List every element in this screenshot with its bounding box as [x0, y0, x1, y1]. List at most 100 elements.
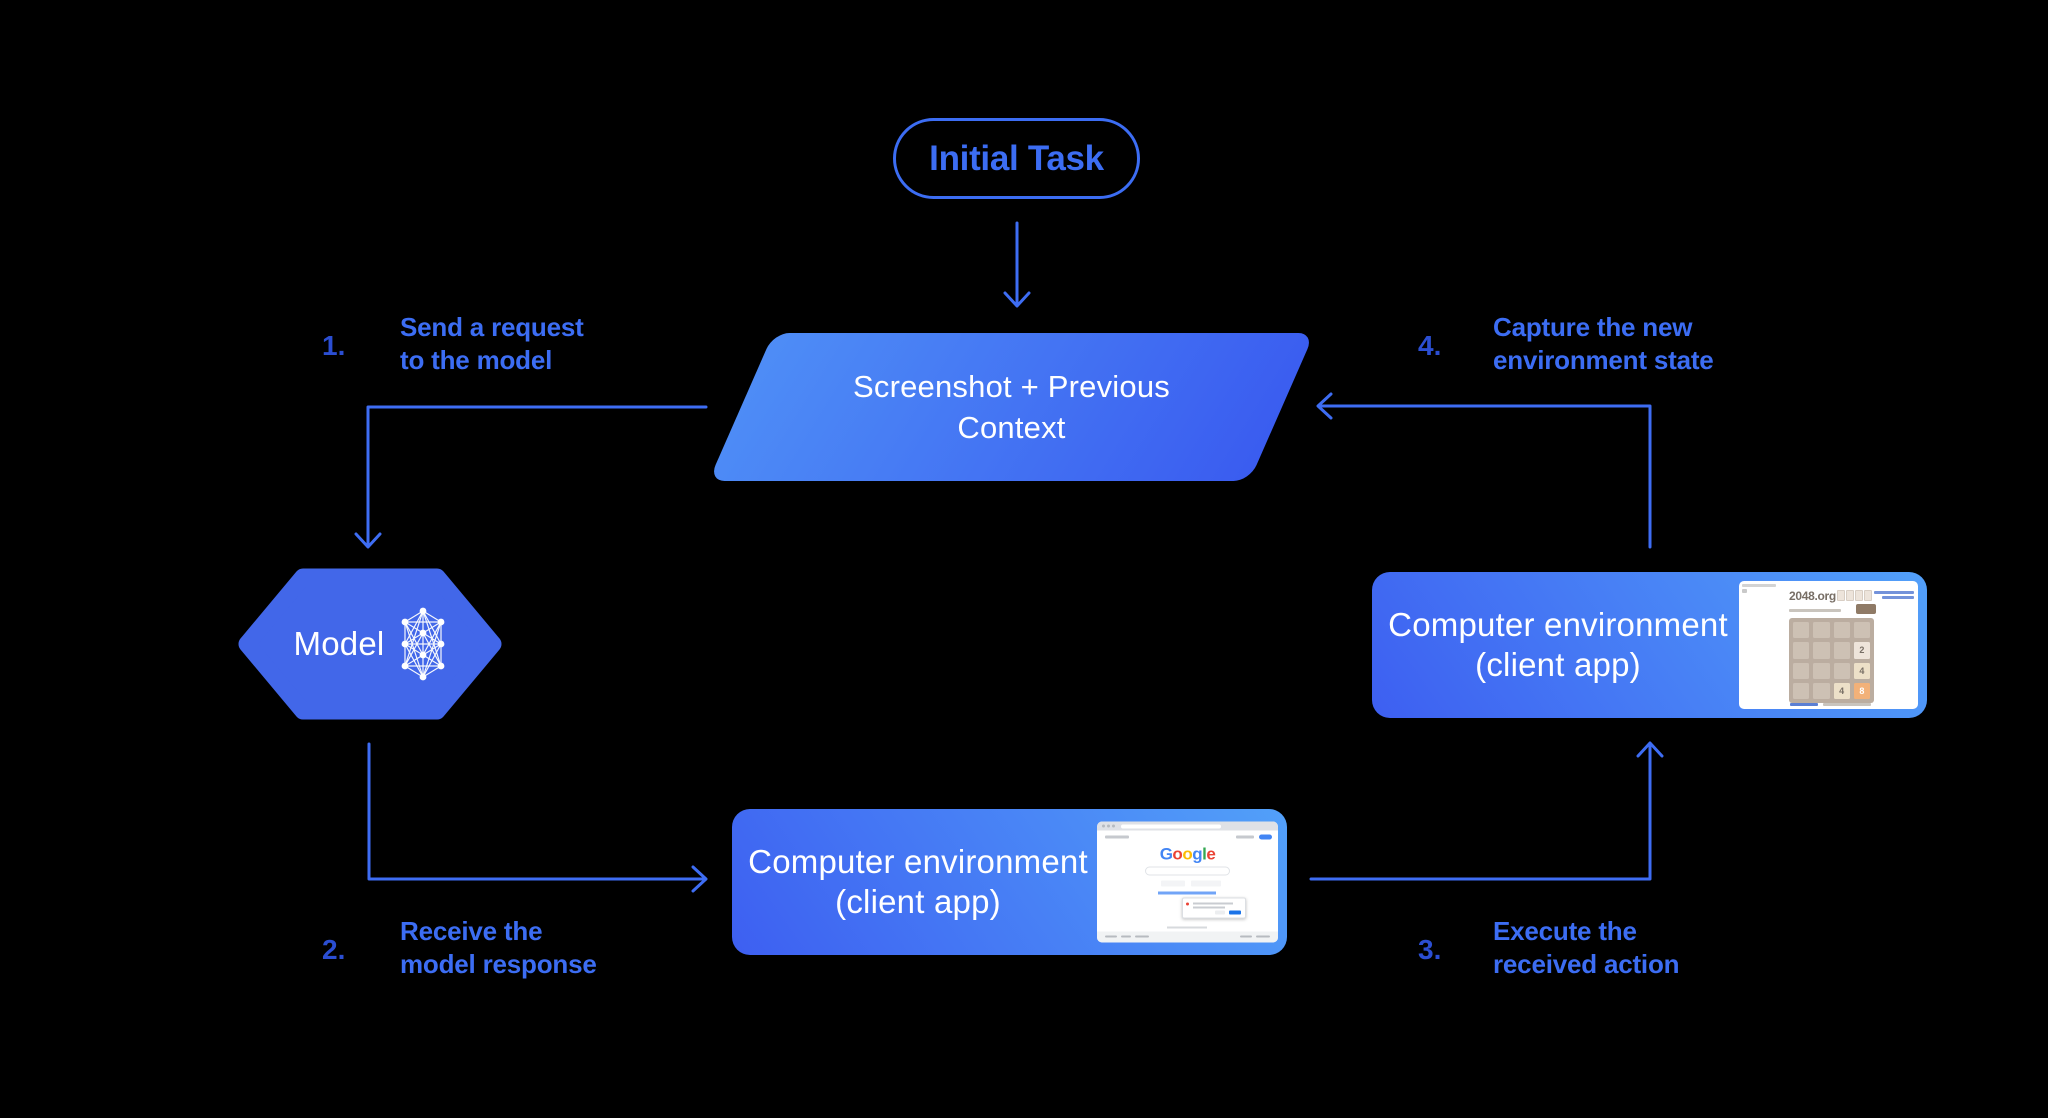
grid-cell [1813, 682, 1830, 699]
browser-ui-placeholder [1742, 584, 1776, 587]
step-2-number: 2. [322, 934, 346, 965]
search-box [1145, 866, 1230, 876]
lucky-button [1191, 880, 1221, 887]
arrow-screenshot-to-model [354, 405, 708, 549]
env-right-line1: Computer environment [1388, 606, 1728, 643]
step-3-line1: Execute the [1493, 916, 1637, 946]
bottom-text-placeholder [1823, 703, 1871, 706]
dialog-icon [1186, 902, 1189, 906]
grid-cell [1813, 622, 1830, 639]
step-4-line2: environment state [1493, 345, 1714, 375]
score-box [1864, 590, 1872, 601]
screenshot-context-line2: Context [957, 410, 1066, 445]
step-1-label: Send a request to the model [400, 311, 584, 377]
neural-network-icon [402, 607, 445, 681]
footer-bar [1097, 931, 1278, 943]
env-bottom-line2: (client app) [835, 883, 1001, 920]
step-1-line2: to the model [400, 345, 553, 375]
step-3-number: 3. [1418, 934, 1442, 965]
grid-cell [1813, 642, 1830, 659]
step-2-line2: model response [400, 949, 597, 979]
screenshot-context-node: Screenshot + Previous Context [708, 333, 1315, 481]
window-control-dot [1102, 824, 1105, 828]
step-2-label: Receive the model response [400, 915, 597, 981]
model-label: Model [293, 625, 385, 662]
nav-links-placeholder [1105, 835, 1129, 838]
score-box [1855, 590, 1863, 601]
step-4-label: Capture the new environment state [1493, 311, 1714, 377]
tile-4: 4 [1853, 662, 1870, 679]
footer-link [1240, 935, 1252, 938]
env-bottom-line1: Computer environment [748, 843, 1088, 880]
window-control-dot [1107, 824, 1110, 828]
initial-task-label: Initial Task [929, 138, 1104, 178]
grid-cell [1793, 622, 1810, 639]
google-screenshot-thumbnail: Google [1097, 821, 1278, 943]
logo-letter: l [1202, 844, 1207, 864]
game-grid: 2 4 4 8 [1789, 618, 1874, 703]
grid-cell [1793, 642, 1810, 659]
step-4-line1: Capture the new [1493, 312, 1693, 342]
step-3-line2: received action [1493, 949, 1680, 979]
grid-cell [1793, 662, 1810, 679]
arrow-model-to-env [367, 742, 708, 893]
2048-screenshot-thumbnail: 2048.org 2 4 [1739, 581, 1918, 709]
env-right-line2: (client app) [1475, 646, 1641, 683]
language-link-placeholder [1158, 891, 1216, 894]
footer-link [1256, 935, 1270, 938]
initial-task-node: Initial Task [893, 118, 1140, 199]
sign-in-button [1259, 834, 1272, 840]
step-4-number: 4. [1418, 330, 1442, 361]
dialog-text-line [1193, 906, 1225, 908]
dialog-primary-button [1229, 910, 1241, 915]
computer-environment-node-right: Computer environment (client app) 2048.o… [1372, 572, 1927, 718]
consent-dialog [1182, 897, 1246, 919]
env-bottom-label: Computer environment (client app) [732, 842, 1104, 922]
grid-cell [1833, 622, 1850, 639]
dialog-secondary-button [1215, 910, 1225, 915]
arrow-task-to-screenshot [1003, 221, 1031, 308]
grid-cell [1793, 682, 1810, 699]
hexagon-shape [238, 568, 502, 720]
logo-letter: o [1172, 844, 1183, 864]
browser-chrome-bar [1097, 821, 1278, 831]
computer-environment-node-bottom: Computer environment (client app) Google [732, 809, 1287, 955]
arrow-env-to-screenshot [1316, 392, 1652, 549]
dialog-text-line [1193, 902, 1233, 904]
bottom-link-placeholder [1790, 703, 1818, 706]
model-node: Model [238, 568, 502, 720]
score-box [1846, 590, 1854, 601]
google-logo: Google [1097, 846, 1278, 863]
score-box [1837, 590, 1845, 601]
top-link-placeholder [1882, 596, 1914, 599]
footer-text-placeholder [1167, 926, 1207, 929]
browser-ui-placeholder [1742, 589, 1747, 593]
step-3-label: Execute the received action [1493, 915, 1680, 981]
logo-letter: g [1192, 844, 1203, 864]
grid-cell [1813, 662, 1830, 679]
logo-letter: G [1159, 844, 1173, 864]
footer-link [1121, 935, 1131, 938]
grid-cell [1853, 622, 1870, 639]
nav-links-placeholder [1236, 835, 1254, 838]
search-button [1161, 880, 1185, 887]
tile-8: 8 [1853, 682, 1870, 699]
grid-cell [1833, 642, 1850, 659]
logo-letter: o [1182, 844, 1193, 864]
subtitle-text-placeholder [1789, 609, 1841, 612]
tile-4: 4 [1833, 682, 1850, 699]
grid-cell [1833, 662, 1850, 679]
address-bar [1121, 824, 1221, 829]
screenshot-context-label: Screenshot + Previous Context [853, 366, 1170, 448]
step-1-number: 1. [322, 330, 346, 361]
screenshot-context-line1: Screenshot + Previous [853, 369, 1170, 404]
logo-letter: e [1206, 844, 1216, 864]
footer-link [1135, 935, 1149, 938]
window-control-dot [1112, 824, 1115, 828]
top-link-placeholder [1874, 591, 1914, 594]
site-title: 2048.org [1789, 589, 1836, 603]
tile-2: 2 [1853, 642, 1870, 659]
step-2-line1: Receive the [400, 916, 543, 946]
